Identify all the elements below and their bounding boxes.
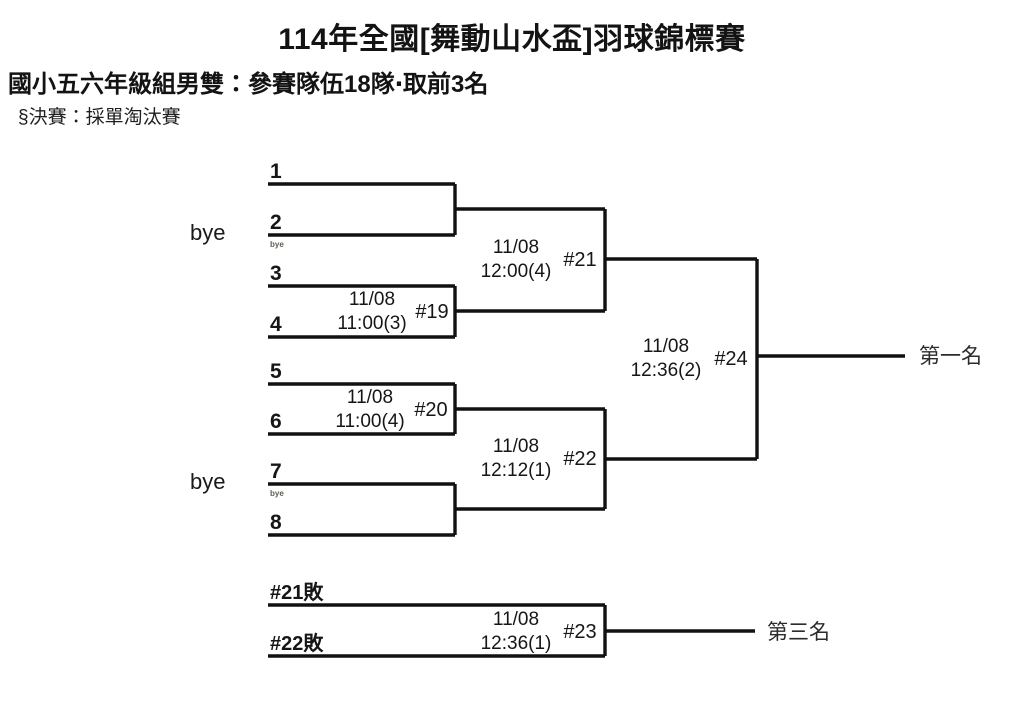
match-19-time: 11:00(3) — [337, 313, 406, 334]
seed-label-4: 4 — [270, 313, 282, 336]
match-24-time: 12:36(2) — [631, 360, 702, 381]
seed-label-8: 8 — [270, 511, 282, 534]
match-23-time: 12:36(1) — [481, 633, 552, 654]
match-21-time: 12:00(4) — [481, 261, 552, 282]
match-24-date: 11/08 — [643, 336, 689, 357]
bye-label-upper: bye — [190, 220, 225, 245]
bracket-final — [605, 257, 905, 461]
seed-label-2: 2 — [270, 211, 282, 234]
seed-label-6: 6 — [270, 410, 282, 433]
match-22-date: 11/08 — [493, 436, 539, 457]
seed-label-3: 3 — [270, 262, 282, 285]
category-subtitle: 國小五六年級組男雙：參賽隊伍18隊‧取前3名 — [8, 71, 489, 98]
bracket-round1-lower — [268, 382, 457, 537]
third-place-slot-bottom: #22敗 — [270, 631, 324, 655]
match-19: 11/08 11:00(3) #19 — [337, 289, 448, 334]
match-19-date: 11/08 — [349, 289, 395, 310]
match-22-time: 12:12(1) — [481, 460, 552, 481]
seed-label-1: 1 — [270, 160, 282, 183]
seed-label-7: 7 — [270, 460, 282, 483]
first-place-label: 第一名 — [919, 345, 982, 368]
match-22: 11/08 12:12(1) #22 — [481, 436, 597, 481]
match-24-number: #24 — [714, 348, 747, 370]
match-21-number: #21 — [563, 249, 596, 271]
match-20: 11/08 11:00(4) #20 — [335, 387, 447, 432]
match-23-number: #23 — [563, 621, 596, 643]
match-23-date: 11/08 — [493, 609, 539, 630]
third-place-label: 第三名 — [767, 621, 830, 644]
match-22-number: #22 — [563, 448, 596, 470]
match-23: #21敗 #22敗 11/08 12:36(1) #23 — [270, 580, 597, 655]
bye-small-label-upper: bye — [270, 240, 284, 249]
match-20-number: #20 — [414, 399, 447, 421]
bracket-third-place — [268, 603, 755, 658]
match-21-date: 11/08 — [493, 237, 539, 258]
format-note: §決賽：採單淘汰賽 — [18, 107, 181, 128]
match-21: 11/08 12:00(4) #21 — [481, 237, 597, 282]
match-20-time: 11:00(4) — [335, 411, 404, 432]
bye-small-label-lower: bye — [270, 489, 284, 498]
match-24: 11/08 12:36(2) #24 — [631, 336, 748, 381]
third-place-slot-top: #21敗 — [270, 580, 324, 604]
seed-label-5: 5 — [270, 360, 282, 383]
document-header: 114年全國[舞動山水盃]羽球錦標賽 國小五六年級組男雙：參賽隊伍18隊‧取前3… — [0, 0, 1024, 130]
match-19-number: #19 — [415, 301, 448, 323]
bye-label-lower: bye — [190, 469, 225, 494]
match-20-date: 11/08 — [347, 387, 393, 408]
page-title: 114年全國[舞動山水盃]羽球錦標賽 — [278, 23, 746, 56]
